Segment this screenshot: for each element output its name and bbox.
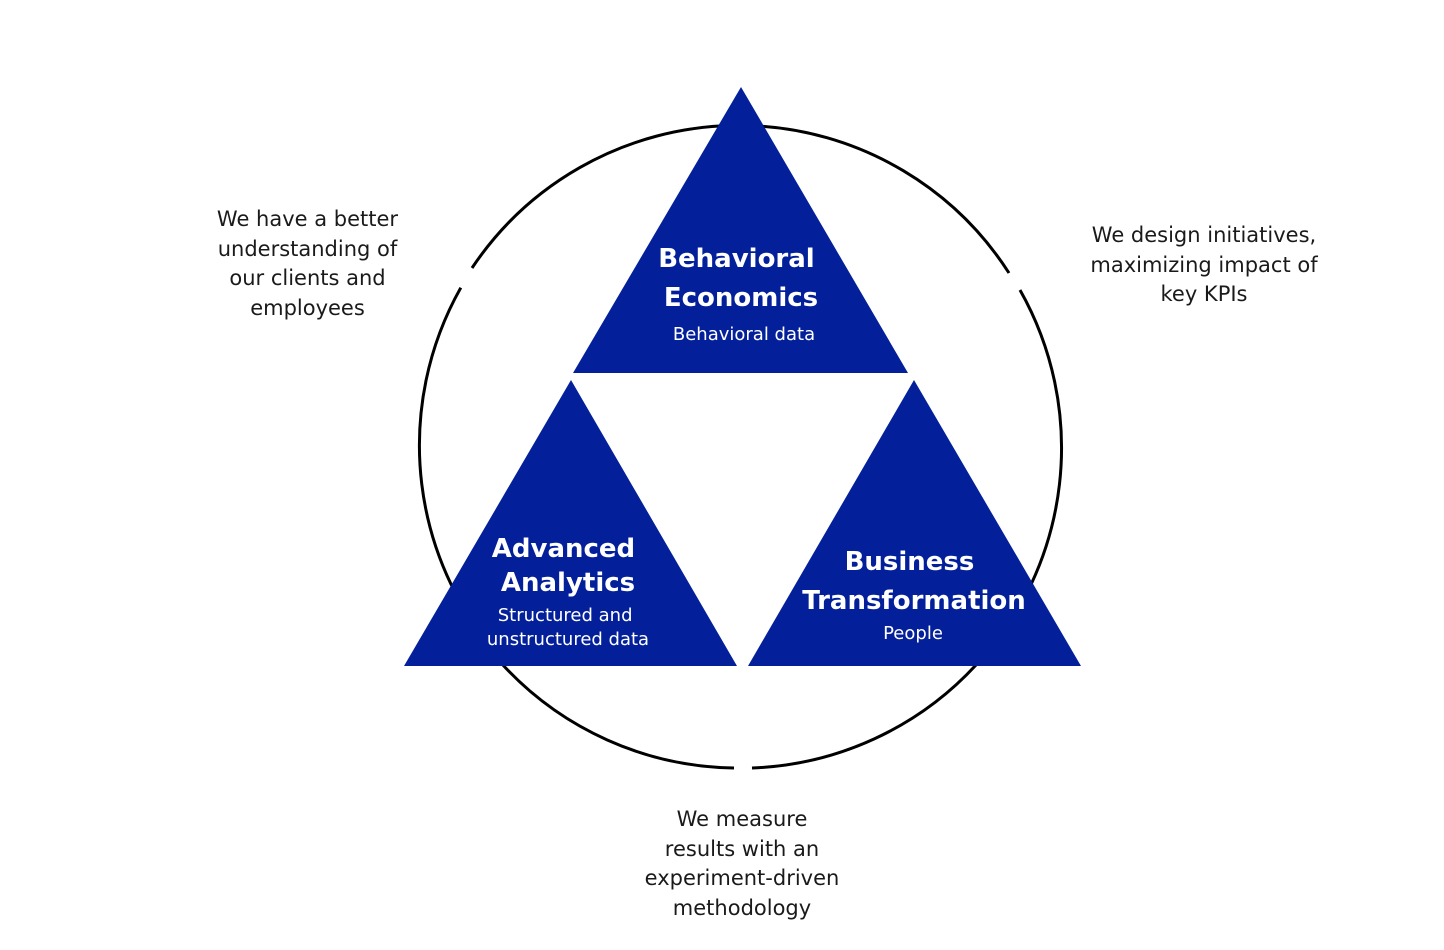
triangle-top-title-line1: Behavioral [658, 244, 815, 274]
triangle-top-subtitle-line1: Behavioral data [673, 324, 815, 345]
triangle-right-title-line1: Business [845, 547, 975, 577]
triangle-right-title-line2: Transformation [802, 586, 1026, 616]
caption-left-line1: We have a better [216, 207, 399, 231]
triangle-right-shape [748, 380, 1081, 666]
caption-right: We design initiatives, maximizing impact… [1049, 221, 1359, 310]
triangle-right-title: Business Transformation [802, 547, 1026, 616]
caption-right-line3: key KPIs [1160, 282, 1248, 306]
triangle-top-shape [573, 87, 908, 373]
circle-arc-lower-left [500, 662, 735, 770]
triangle-right-subtitle: People [883, 623, 943, 644]
caption-bottom-line3: experiment-driven [644, 866, 840, 890]
triangle-top-title-line2: Economics [664, 283, 818, 313]
caption-right-line2: maximizing impact of [1090, 252, 1318, 277]
triangle-left-subtitle: Structured and unstructured data [487, 605, 649, 650]
triangle-left-subtitle-line2: unstructured data [487, 629, 649, 650]
caption-right-line1: We design initiatives, [1091, 223, 1317, 247]
caption-bottom: We measure results with an experiment-dr… [607, 805, 877, 923]
triangle-business-transformation: Business Transformation People [748, 380, 1081, 666]
triangle-advanced-analytics: Advanced Analytics Structured and unstru… [404, 380, 737, 666]
caption-left: We have a better understanding of our cl… [170, 205, 445, 323]
caption-bottom-line1: We measure [676, 807, 808, 831]
triangle-left-title: Advanced Analytics [492, 534, 644, 598]
caption-left-line2: understanding of [217, 236, 398, 261]
triangle-left-title-line2: Analytics [501, 568, 635, 598]
circle-arc-lower-right [751, 663, 978, 770]
triangle-top-subtitle: Behavioral data [673, 324, 815, 345]
triangle-top-title: Behavioral Economics [658, 244, 824, 313]
triangle-behavioral-economics: Behavioral Economics Behavioral data [573, 87, 908, 373]
triangle-left-subtitle-line1: Structured and [498, 605, 633, 626]
triangle-left-title-line1: Advanced [492, 534, 635, 564]
triangle-right-subtitle-line1: People [883, 623, 943, 644]
caption-bottom-line4: methodology [672, 895, 812, 920]
caption-left-line4: employees [250, 295, 365, 320]
caption-left-line3: our clients and [229, 266, 386, 290]
caption-bottom-line2: results with an [664, 836, 820, 861]
triangle-left-shape [404, 380, 737, 666]
